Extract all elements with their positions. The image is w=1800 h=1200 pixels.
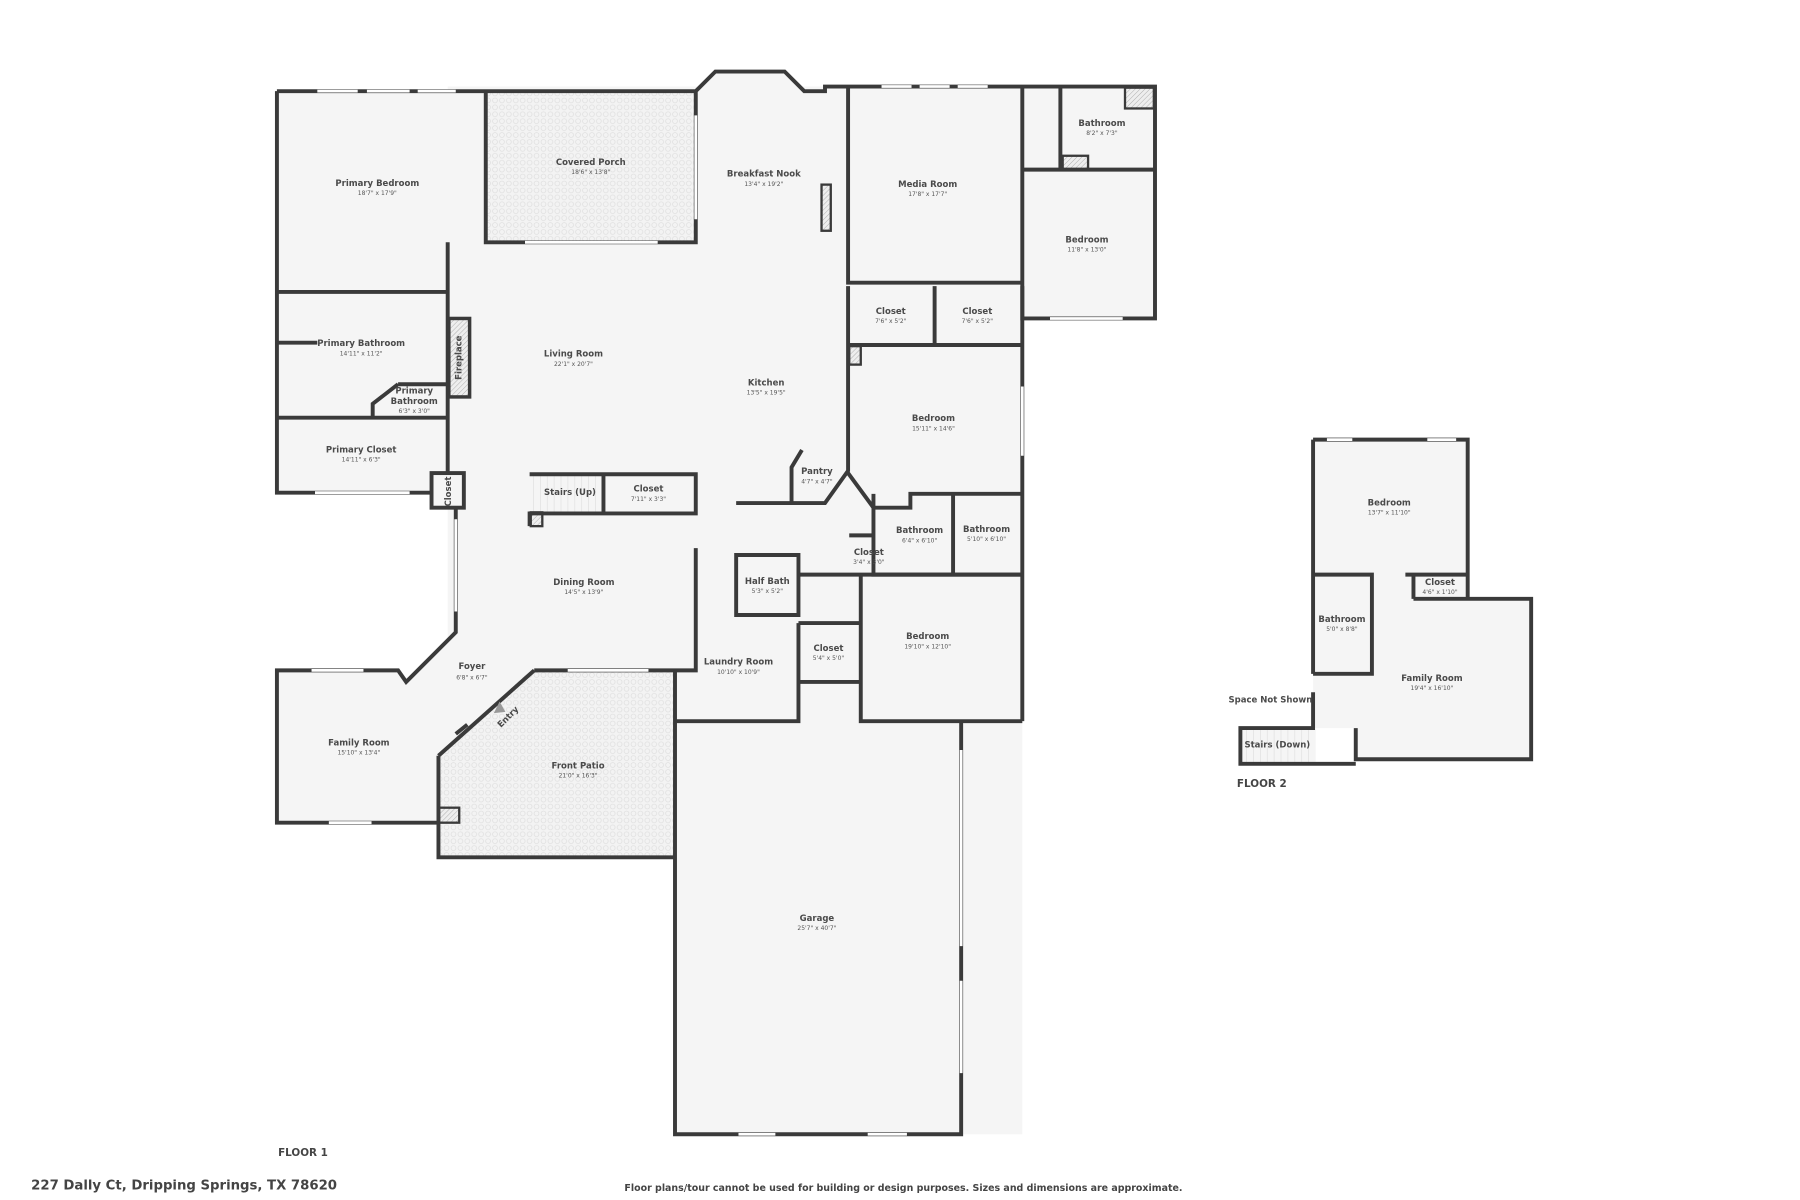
room-bathroom: Bathroom [1318,615,1365,625]
room-primary-bedroom: Primary Bedroom [335,179,419,189]
floor2-plan: Bedroom 13'7" x 11'10" Closet 4'6" x 1'1… [1229,437,1534,790]
room-dims: 15'10" x 13'4" [337,750,380,757]
room-bathroom: Bathroom [963,525,1010,535]
stairs-up: Stairs (Up) [544,488,596,498]
room-dims: 17'8" x 17'7" [908,191,947,198]
room-dims: 13'5" x 19'5" [747,390,786,397]
covered-porch-area [485,91,696,243]
room-covered-porch: Covered Porch [556,158,626,168]
room-name-line2: Bathroom [391,397,438,407]
room-dims: 15'11" x 14'6" [912,425,955,432]
room-bathroom: Bathroom [1078,119,1125,129]
room-closet-small: Closet [444,477,454,507]
room-dining-room: Dining Room [553,578,614,588]
stairs-down: Stairs (Down) [1244,741,1310,751]
room-dims: 19'10" x 12'10" [904,643,951,650]
room-bedroom: Bedroom [1065,235,1108,245]
room-dims: 8'2" x 7'3" [1086,130,1118,137]
room-primary-closet: Primary Closet [326,445,397,455]
windows [311,85,1123,1136]
room-dims: 14'5" x 13'9" [564,589,603,596]
room-dims: 18'6" x 13'8" [571,169,610,176]
room-closet: Closet [1425,578,1455,588]
room-dims: 13'4" x 19'2" [744,181,783,188]
room-kitchen: Kitchen [748,378,785,388]
room-media-room: Media Room [898,180,957,190]
room-dims: 5'0" x 8'8" [1326,626,1358,633]
room-dims: 7'6" x 5'2" [875,318,907,325]
room-dims: 13'7" x 11'10" [1368,510,1411,517]
room-dims: 5'10" x 6'10" [967,536,1006,543]
room-foyer: Foyer [458,662,486,672]
room-dims: 4'7" x 4'7" [801,478,833,485]
room-dims: 10'10" x 10'9" [717,669,760,676]
room-dims: 6'3" x 3'0" [399,408,431,415]
room-family-room: Family Room [328,738,390,748]
room-dims: 19'4" x 16'10" [1411,685,1454,692]
room-dims: 18'7" x 17'9" [358,190,397,197]
room-dims: 7'11" x 3'3" [631,496,666,503]
room-dims: 6'8" x 6'7" [456,675,488,682]
room-living-room: Living Room [544,350,603,360]
room-bedroom: Bedroom [1368,498,1411,508]
room-dims: 14'11" x 11'2" [340,350,383,357]
room-pantry: Pantry [801,467,833,477]
room-dims: 22'1" x 20'7" [554,361,593,368]
disclaimer: Floor plans/tour cannot be used for buil… [624,1183,1182,1194]
address: 227 Dally Ct, Dripping Springs, TX 78620 [31,1179,337,1194]
room-dims: 11'8" x 13'0" [1067,247,1106,254]
room-closet: Closet [633,485,663,495]
room-dims: 21'0" x 16'3" [559,773,598,780]
room-front-patio: Front Patio [552,761,605,771]
fireplace-label: Fireplace [455,335,465,380]
room-dims: 3'4" x 3'0" [853,559,885,566]
room-half-bath: Half Bath [745,577,790,587]
room-closet: Closet [854,548,884,558]
room-dims: 14'11" x 6'3" [342,457,381,464]
room-closet: Closet [813,644,843,654]
room-closet: Closet [876,307,906,317]
room-dims: 7'6" x 5'2" [962,318,994,325]
room-garage: Garage [800,914,835,924]
floor1-plan: Primary Bedroom 18'7" x 17'9" Covered Po… [274,69,1157,1159]
entry-arrow-icon [493,701,506,714]
room-dims: 5'3" x 5'2" [752,588,784,595]
room-laundry-room: Laundry Room [704,658,773,668]
room-closet: Closet [962,307,992,317]
room-bathroom: Bathroom [896,526,943,536]
room-primary-bathroom-small: Primary [395,386,433,396]
front-patio-area [438,670,675,858]
room-breakfast-nook: Breakfast Nook [727,170,801,180]
floor2-label: FLOOR 2 [1237,778,1287,790]
room-dims: 6'4" x 6'10" [902,537,937,544]
space-not-shown: Space Not Shown [1229,696,1313,706]
room-dims: 5'4" x 5'0" [813,655,845,662]
room-primary-bathroom: Primary Bathroom [317,339,405,349]
room-bedroom: Bedroom [906,632,949,642]
room-bedroom: Bedroom [912,414,955,424]
room-family-room: Family Room [1401,674,1463,684]
floor1-label: FLOOR 1 [278,1147,328,1159]
room-dims: 25'7" x 40'7" [797,925,836,932]
room-dims: 4'6" x 1'10" [1422,589,1457,596]
